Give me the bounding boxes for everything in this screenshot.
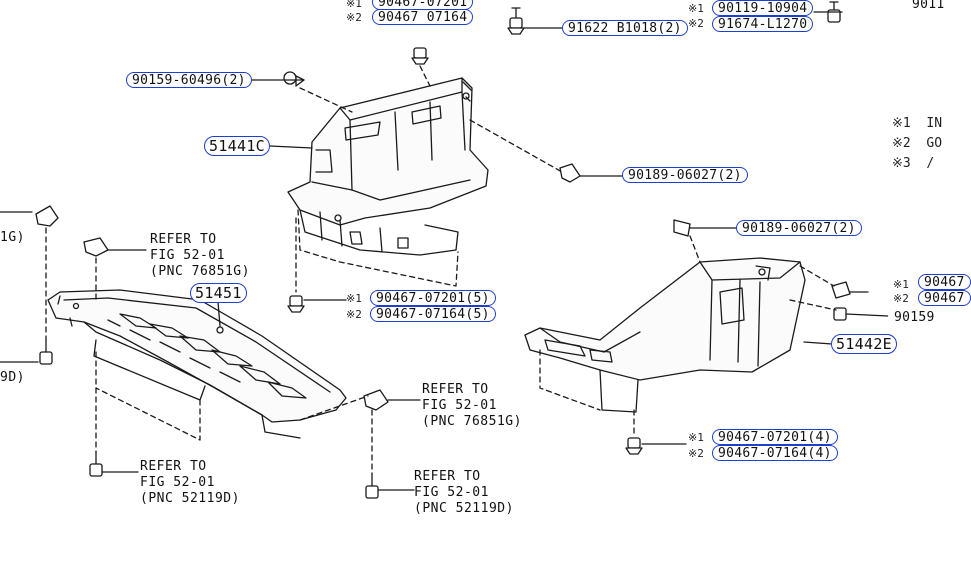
variant-marker: ※1 [346, 0, 362, 10]
part-number-label[interactable]: 51451 [190, 283, 247, 303]
part-number-label[interactable]: 91622 B1018(2) [562, 20, 688, 36]
part-number-label[interactable]: 91674-L1270 [712, 16, 814, 32]
legend-note: ※3 / [892, 156, 935, 171]
legend-note: ※2 GO [892, 136, 943, 151]
edge-text-fragment: 1G) [0, 230, 25, 245]
part-number-label[interactable]: 90159 [888, 309, 941, 325]
part-number-label[interactable]: 90189-06027(2) [736, 220, 862, 236]
part-number-label[interactable]: 90467 [918, 290, 971, 306]
variant-marker: ※1 [346, 292, 362, 305]
variant-marker: ※1 [688, 431, 704, 444]
engine-under-cover-51442e-drawing [524, 257, 806, 413]
variant-marker: ※2 [688, 447, 704, 460]
variant-marker: ※1 [688, 2, 704, 15]
edge-text-fragment: 9D) [0, 370, 25, 385]
part-number-label[interactable]: 9011 [906, 0, 951, 12]
dashed-assembly-lines [45, 65, 837, 475]
part-number-label[interactable]: 51442E [831, 334, 897, 354]
variant-marker: ※2 [893, 292, 909, 305]
engine-under-cover-51441c-drawing [287, 77, 489, 256]
part-number-label[interactable]: 90189-06027(2) [622, 167, 748, 183]
part-number-label[interactable]: 90467-07164(5) [370, 306, 496, 322]
variant-marker: ※2 [346, 11, 362, 24]
part-number-label[interactable]: 90467-07201(5) [370, 290, 496, 306]
leader-lines [0, 11, 889, 491]
parts-diagram-canvas: 90467-07201 90467 07164 91622 B1018(2) 9… [0, 0, 971, 516]
refer-to-note: REFER TO FIG 52-01 (PNC 52119D) [414, 469, 514, 516]
refer-to-note: REFER TO FIG 52-01 (PNC 52119D) [140, 459, 240, 506]
variant-marker: ※2 [346, 308, 362, 321]
part-number-label[interactable]: 51441C [204, 136, 270, 156]
refer-to-note: REFER TO FIG 52-01 (PNC 76851G) [150, 232, 250, 279]
part-number-label[interactable]: 90119-10904 [712, 0, 814, 16]
part-number-label[interactable]: 90467-07201(4) [712, 429, 838, 445]
part-number-label[interactable]: 90467 [918, 274, 971, 290]
part-number-label[interactable]: 90159-60496(2) [126, 72, 252, 88]
legend-note: ※1 IN [892, 116, 943, 131]
refer-to-note: REFER TO FIG 52-01 (PNC 76851G) [422, 382, 522, 429]
part-number-label[interactable]: 90467-07164(4) [712, 445, 838, 461]
variant-marker: ※2 [688, 17, 704, 30]
engine-under-cover-51451-drawing [47, 289, 347, 439]
exploded-parts-drawing [0, 1, 889, 499]
part-number-label[interactable]: 90467 07164 [372, 9, 474, 25]
variant-marker: ※1 [893, 278, 909, 291]
fastener-symbols [35, 1, 851, 499]
